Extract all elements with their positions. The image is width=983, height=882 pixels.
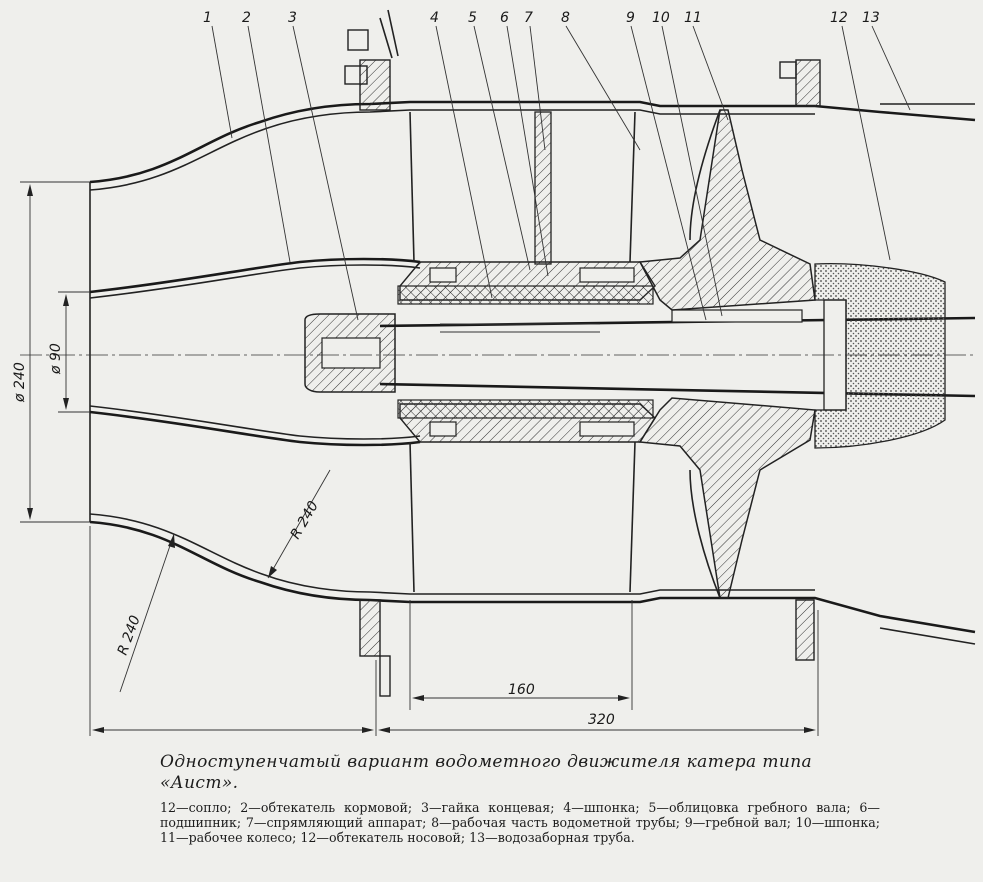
dimension-lengths: 160 320 <box>89 526 819 736</box>
part-label: 13 <box>862 10 880 26</box>
dimension-label: 160 <box>508 682 535 698</box>
part-label: 12 <box>830 10 848 26</box>
figure-caption: Одноступенчатый вариант водометного движ… <box>160 752 880 845</box>
part-label: 9 <box>626 10 635 26</box>
end-nut <box>304 313 396 393</box>
straightener-vanes <box>409 111 636 593</box>
dimension-inlet-diameter: ø 240 <box>12 181 90 523</box>
part-label: 1 <box>203 10 212 26</box>
part-label: 4 <box>430 10 439 26</box>
bow-fairing <box>814 263 946 449</box>
dimension-label: R 240 <box>288 498 322 542</box>
part-labels: 1 2 3 4 5 6 7 8 9 10 11 12 13 <box>203 10 880 26</box>
caption-title: Одноступенчатый вариант водометного движ… <box>160 752 813 793</box>
caption-legend: 12—сопло; 2—обтекатель кормовой; 3—гайка… <box>160 800 880 845</box>
stern-fairing <box>89 257 421 447</box>
water-jet-drawing: 1 2 3 4 5 6 7 8 9 10 11 12 13 ø 240 ø 90… <box>12 9 976 736</box>
dimension-label: ø 240 <box>12 362 28 403</box>
part-label: 7 <box>524 10 533 26</box>
impeller <box>638 109 816 599</box>
bearing-hub <box>397 261 656 443</box>
part-label: 5 <box>468 10 477 26</box>
part-label: 8 <box>561 10 570 26</box>
part-label: 2 <box>242 10 251 26</box>
dimension-label: 320 <box>588 712 615 728</box>
part-label: 11 <box>684 10 702 26</box>
part-label: 10 <box>652 10 670 26</box>
part-label: 6 <box>500 10 509 26</box>
dimension-radii: R 240 R 240 <box>115 469 331 693</box>
flange-bolts <box>344 9 821 697</box>
dimension-label: ø 90 <box>48 343 64 375</box>
leader-lines <box>211 25 911 321</box>
part-label: 3 <box>288 10 297 26</box>
dimension-shaft-diameter: ø 90 <box>48 291 90 413</box>
